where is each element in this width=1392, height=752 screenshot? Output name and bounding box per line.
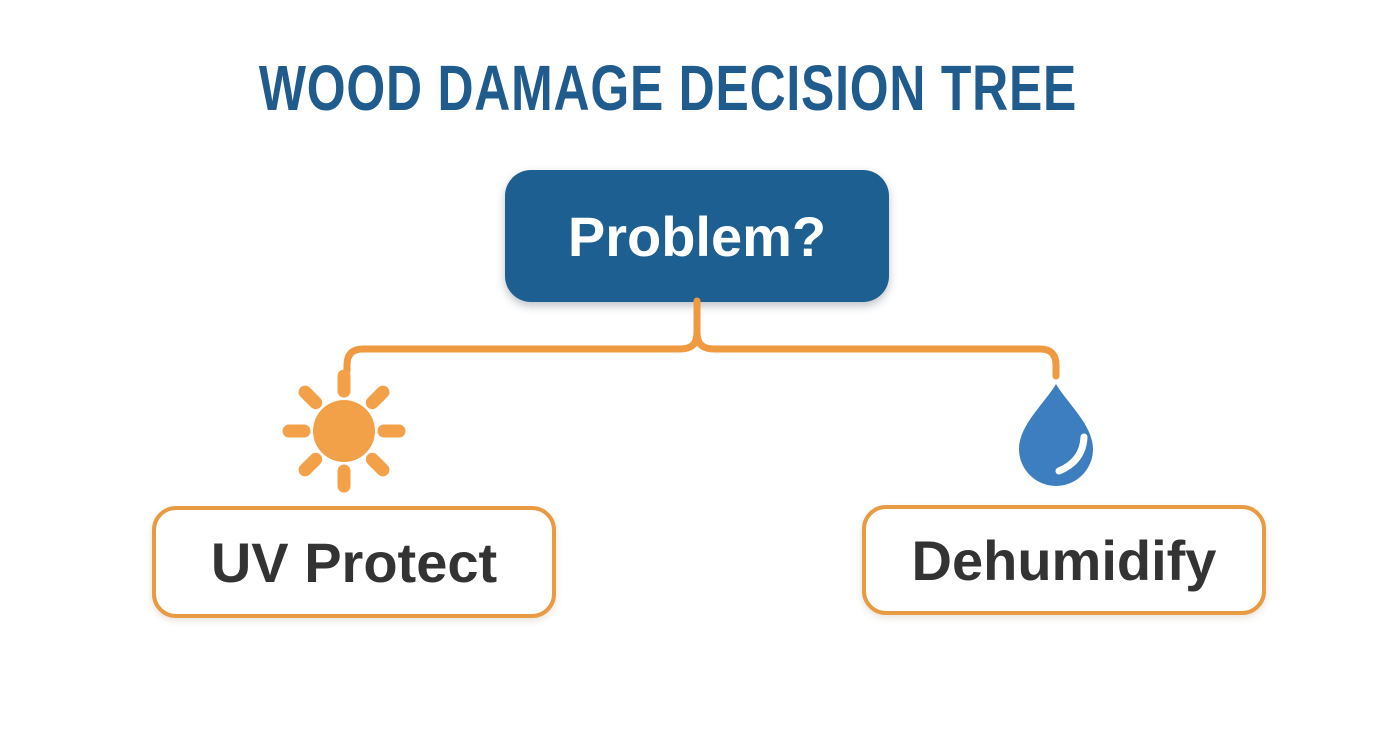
root-node-problem: Problem? xyxy=(505,170,889,302)
root-node-label: Problem? xyxy=(567,204,827,268)
leaf-node-dehumidify: Dehumidify xyxy=(862,505,1266,615)
connector-right-branch xyxy=(693,328,1060,380)
leaf-node-label: Dehumidify xyxy=(911,528,1217,592)
branch-connector-line xyxy=(343,297,1060,380)
page-title: WOOD DAMAGE DECISION TREE xyxy=(258,52,1078,124)
sun-icon xyxy=(282,369,406,493)
leaf-node-uv-protect: UV Protect xyxy=(152,506,556,618)
leaf-node-label: UV Protect xyxy=(210,530,498,594)
water-drop-icon xyxy=(1019,384,1093,486)
connector-left-branch xyxy=(343,328,701,375)
